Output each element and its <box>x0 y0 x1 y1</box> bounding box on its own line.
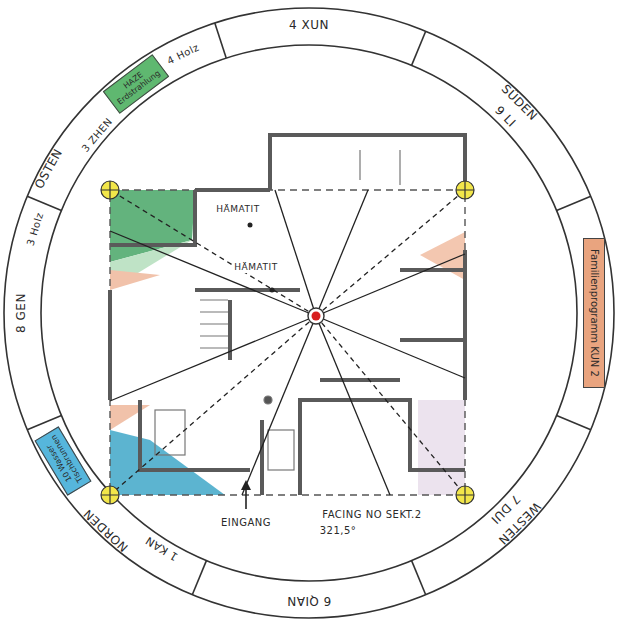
peach-zone <box>110 405 150 430</box>
lavender-zone <box>418 400 465 495</box>
corner-cross <box>101 486 119 504</box>
sector-divider <box>557 196 591 210</box>
outer-circle <box>4 8 614 618</box>
centre-ring <box>308 308 324 324</box>
sector-label: 8 GEN <box>15 293 28 333</box>
sector-label: OSTEN <box>33 147 66 191</box>
corner-markers <box>101 181 474 504</box>
wall <box>400 268 465 272</box>
corner-marker <box>456 486 474 504</box>
sector-ray <box>110 231 316 316</box>
dashed-ray <box>316 190 465 316</box>
centre-dot <box>312 312 321 321</box>
sector-rays <box>110 190 465 495</box>
peach-zone <box>420 232 465 280</box>
sector-divider <box>557 416 591 430</box>
dashed-ray <box>110 190 316 316</box>
column-dot <box>264 396 272 404</box>
marker-dot <box>270 288 275 293</box>
colour-zones <box>110 190 465 495</box>
plan-label: 321,5° <box>320 525 357 536</box>
corner-cross <box>456 181 474 199</box>
entrance-arrow <box>241 480 251 509</box>
sector-label: 6 QIAN <box>287 593 332 606</box>
blue-zone <box>110 430 225 495</box>
corner-cross <box>101 181 119 199</box>
wall <box>270 135 465 190</box>
sector-divider <box>27 196 61 210</box>
sector-ray <box>275 190 316 316</box>
interior-details <box>155 150 400 470</box>
dashed-ray <box>110 316 316 495</box>
sector-divider <box>215 23 226 58</box>
arrow-head <box>241 480 251 490</box>
sector-ray <box>316 254 465 316</box>
wall <box>300 400 465 495</box>
sector-label: 4 XUN <box>289 19 329 32</box>
sector-ray <box>242 316 316 495</box>
zone-band: Familienprogramm KUN 2 <box>583 238 605 388</box>
stairs <box>200 300 228 348</box>
sector-label: 4 Holz <box>165 42 201 67</box>
dashed-ray <box>316 316 465 495</box>
wall <box>108 290 112 400</box>
plan-label: FACING NO SEKT.2 <box>322 509 421 520</box>
sector-ray <box>316 316 390 495</box>
corner-marker <box>456 181 474 199</box>
arrow-shaft <box>245 488 247 509</box>
zone-note-box: HAZEErdstrahlung <box>103 54 169 114</box>
wall <box>140 400 250 470</box>
corner-cross <box>456 486 474 504</box>
plan-label: HÄMATIT <box>232 263 279 273</box>
walls <box>110 135 465 495</box>
sector-divider <box>412 561 426 595</box>
corner-marker <box>101 486 119 504</box>
sector-label: 3 Holz <box>24 211 45 247</box>
zone-text: Familienprogramm KUN 2 <box>588 249 600 377</box>
sector-label: NORDEN <box>82 506 132 554</box>
bagua-ring <box>4 8 614 618</box>
haematite-markers <box>248 223 275 293</box>
wall <box>195 188 270 192</box>
plan-square <box>110 190 465 495</box>
wall <box>260 420 264 495</box>
sector-divider <box>192 561 206 595</box>
room-fixture <box>268 430 294 470</box>
marker-dot <box>248 223 253 228</box>
corner-marker <box>101 181 119 199</box>
sector-divider <box>412 31 426 65</box>
room-fixture <box>155 410 185 455</box>
wall <box>195 288 300 292</box>
sector-ray <box>110 316 316 401</box>
wall <box>320 378 400 382</box>
inner-circle <box>41 45 577 581</box>
plan-label: EINGANG <box>221 517 271 528</box>
room-fixture <box>360 150 400 185</box>
peach-zone <box>110 270 160 290</box>
wall <box>400 338 465 342</box>
plan-label: HÄMATIT <box>214 205 261 215</box>
